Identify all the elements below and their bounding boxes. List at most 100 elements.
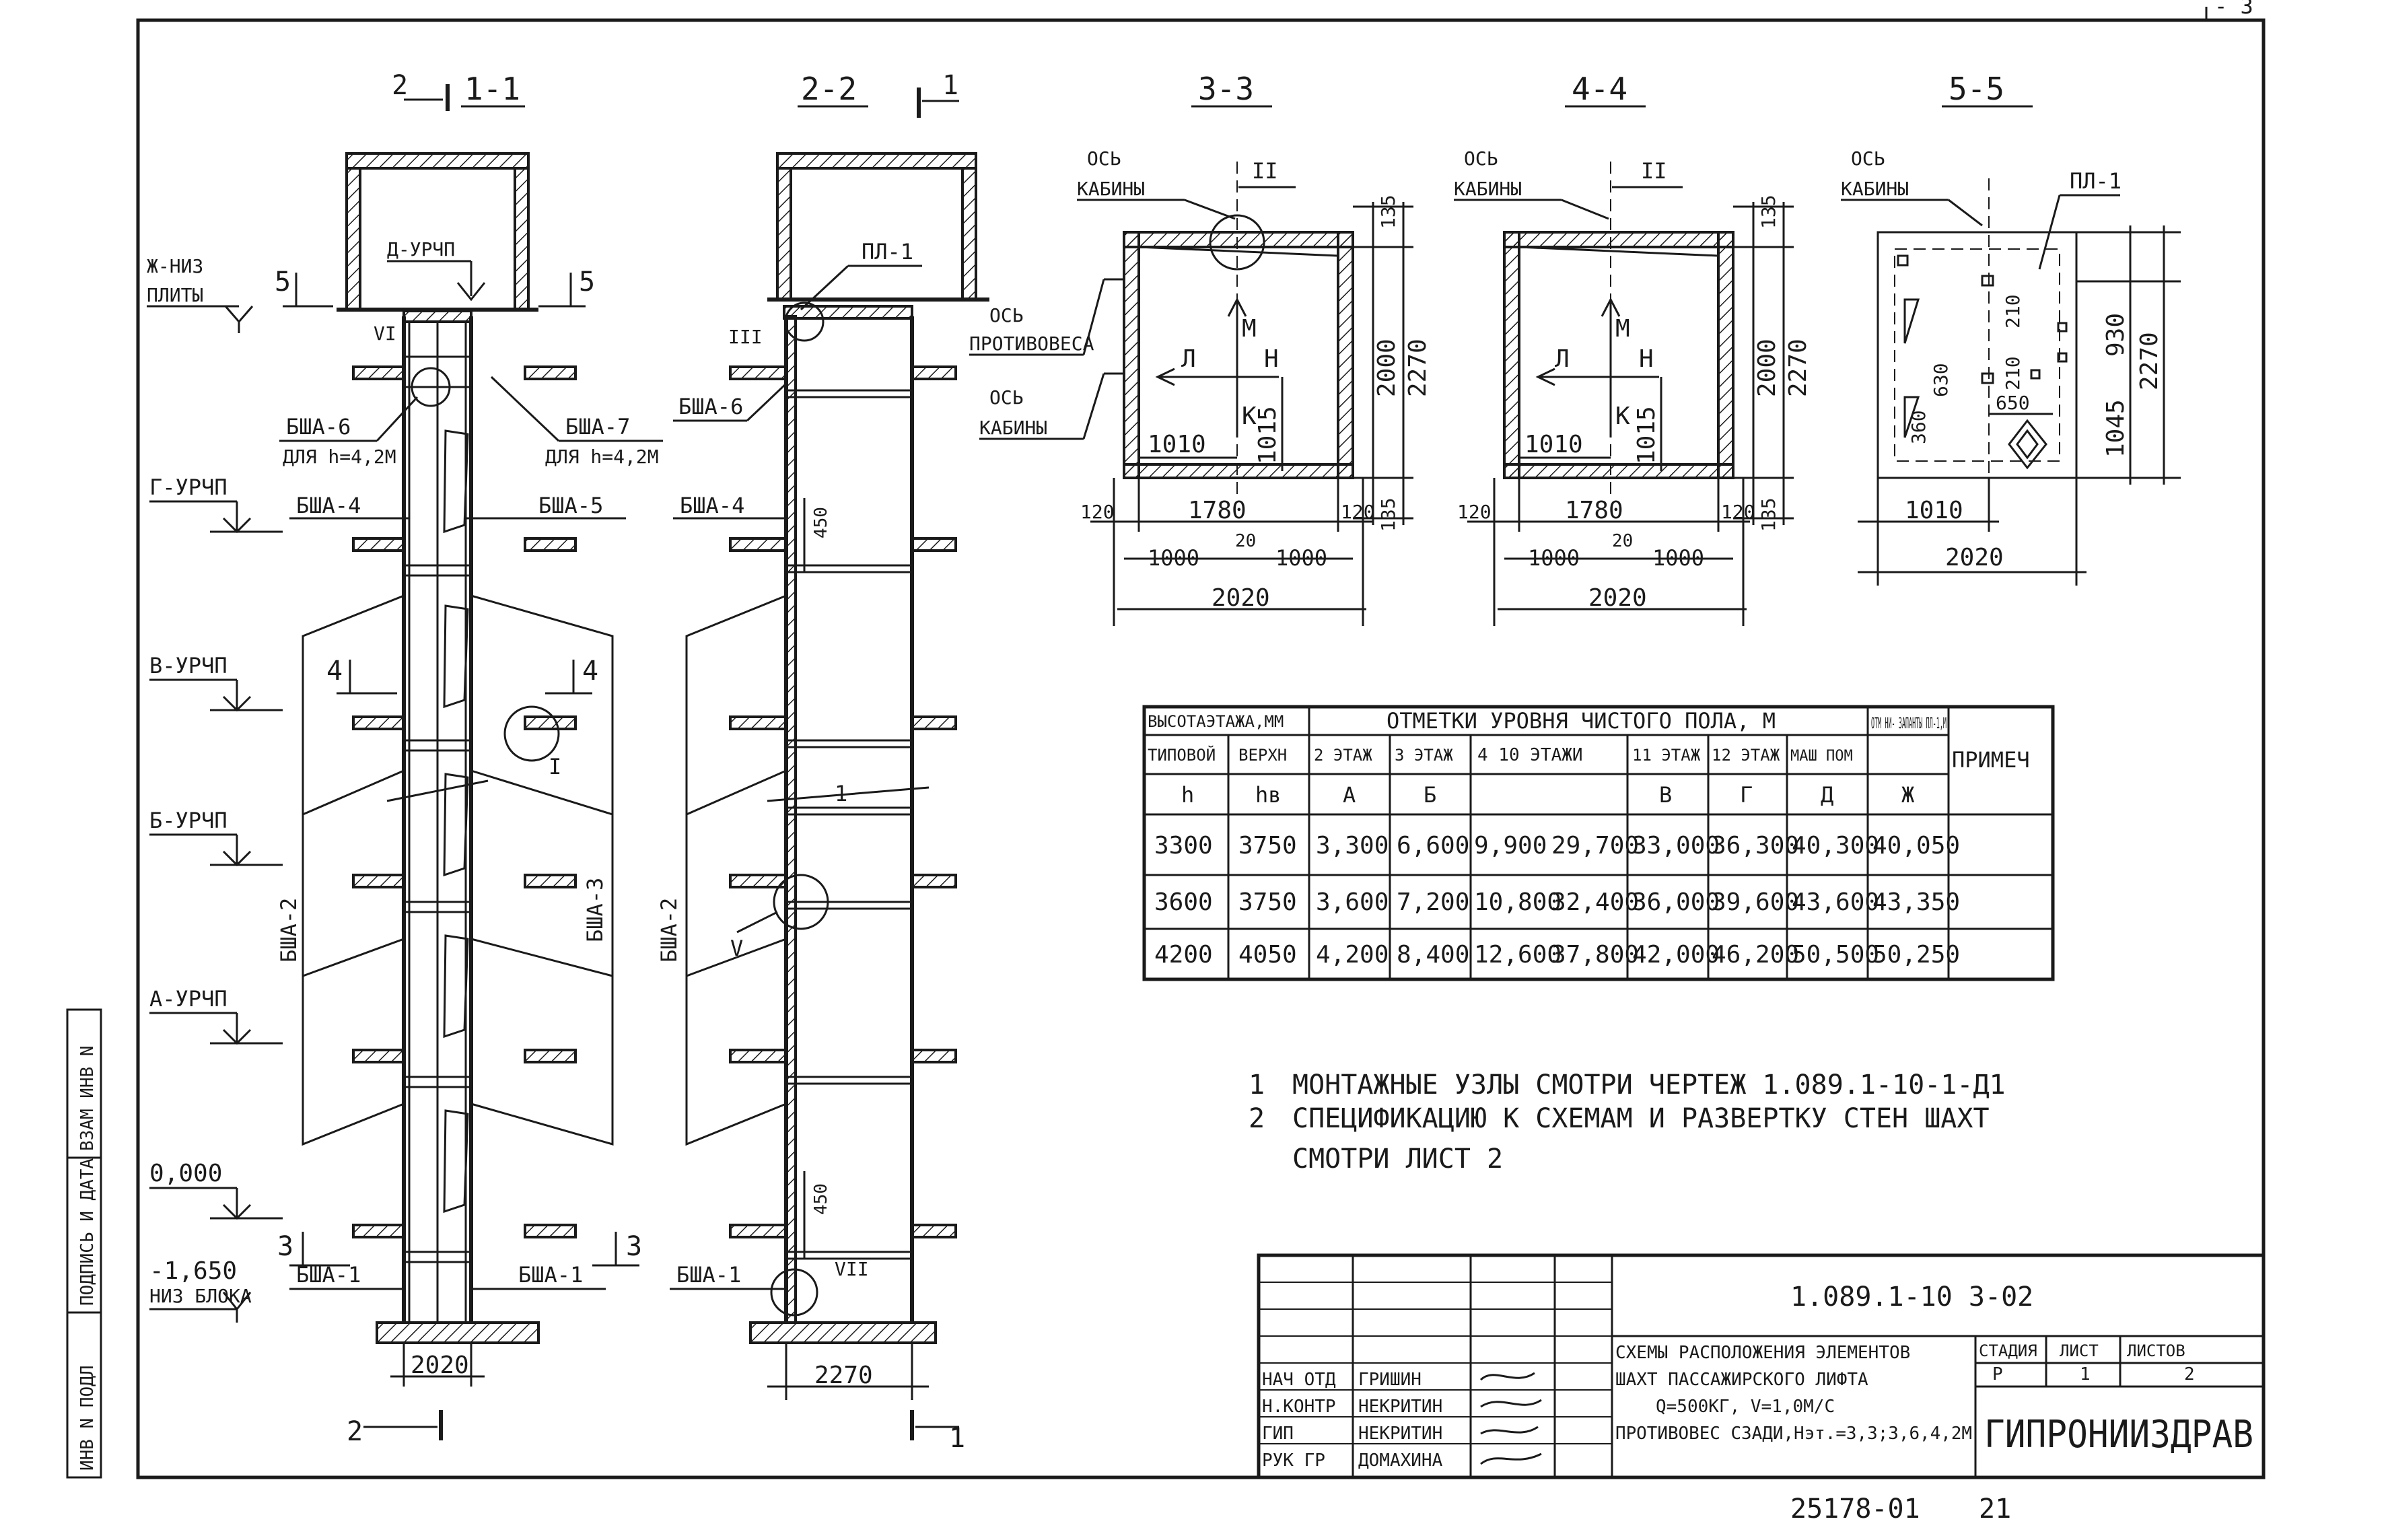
tc-7: Д [1821, 782, 1833, 808]
stamp-role-3: РУК ГР [1262, 1450, 1325, 1471]
dim-120-left-33: 120 [1080, 501, 1115, 523]
cell: 29,700 [1551, 832, 1639, 860]
section-5-5: 5-5 ОСЬ КАБИНЫ ПЛ-1 210 630 360 650 210 … [1841, 71, 2181, 586]
cell: 4200 [1154, 941, 1213, 969]
tc-6: Г [1740, 782, 1753, 808]
dim-2270-44: 2270 [1784, 339, 1812, 397]
cell: 4,200 [1316, 941, 1389, 969]
dim-210-55: 210 [2002, 294, 2024, 328]
cell: 3300 [1154, 832, 1213, 860]
os-kabiny-55-2: КАБИНЫ [1841, 178, 1909, 200]
levels-table: ВЫСОТАЭТАЖА,ММ ОТМЕТКИ УРОВНЯ ЧИСТОГО ПО… [1142, 705, 2055, 981]
section-3-3: 3-3 ОСЬ КАБИНЫ II М Л Н К 1010 1015 135 … [969, 71, 1432, 626]
dim-20-44: 20 [1612, 531, 1633, 551]
cell: 39,600 [1712, 888, 1799, 916]
dim-650-55: 650 [1996, 392, 2030, 414]
cell: 50,250 [1872, 941, 1960, 969]
table-note: ПРИМЕЧ [1952, 747, 2030, 773]
cell: 8,400 [1397, 941, 1469, 969]
stamp-bottom: 25178-01 [1790, 1494, 1920, 1525]
stamp-role-2: ГИП [1262, 1424, 1294, 1444]
cut-2-bottom: 2 [347, 1416, 363, 1447]
th-6: 12 ЭТАЖ [1712, 746, 1780, 765]
section-4-4: 4-4 ОСЬ КАБИНЫ II М Л Н К 1010 1015 135 … [1454, 71, 1812, 626]
label-bsha4-2-2: БША-4 [680, 493, 744, 518]
label-bsha6: БША-6 [286, 414, 351, 440]
label-bsha7-h: ДЛЯ h=4,2М [545, 446, 659, 468]
table-row: 3600 3750 3,600 7,200 10,800 32,400 36,0… [1154, 888, 1960, 916]
stamp-title-2: ШАХТ ПАССАЖИРСКОГО ЛИФТА [1615, 1370, 1868, 1390]
level-minus: -1,650 [149, 1257, 237, 1285]
axis-l-33: Л [1181, 345, 1196, 373]
th-3: 3 ЭТАЖ [1395, 746, 1453, 765]
cell: 3,600 [1316, 888, 1389, 916]
label-pl1-2-2: ПЛ-1 [862, 239, 913, 265]
os-kabiny-33-2: КАБИНЫ [1077, 178, 1145, 200]
dim-1000-left-33: 1000 [1148, 545, 1199, 571]
dim-1015-44: 1015 [1633, 406, 1660, 464]
os-protiv-1: ОСЬ [989, 304, 1024, 326]
stamp-sheet-h: ЛИСТ [2060, 1341, 2099, 1360]
os-kabiny-55-1: ОСЬ [1851, 147, 1885, 170]
note-2b: СМОТРИ ЛИСТ 2 [1292, 1144, 1503, 1175]
note-2: СПЕЦИФИКАЦИЮ К СХЕМАМ И РАЗВЕРТКУ СТЕН Ш… [1292, 1103, 1990, 1134]
cell: 40,300 [1792, 832, 1879, 860]
sheet-frame [136, 18, 2266, 1479]
level-b: Б-УРЧП [149, 808, 227, 833]
cell: 3,300 [1316, 832, 1389, 860]
dim-120-left-44: 120 [1457, 501, 1492, 523]
signature-mark [1479, 1372, 1542, 1465]
cut-2-label: 2 [392, 70, 408, 101]
label-bsha1-2-2: БША-1 [676, 1262, 741, 1288]
th-1: ВЕРХН [1238, 746, 1287, 765]
dim-135-bottom-44: 135 [1757, 497, 1780, 532]
dim-20-33: 20 [1235, 531, 1256, 551]
cell: 9,900 [1474, 832, 1547, 860]
dim-210b-55: 210 [2002, 356, 2024, 390]
label-pl1-55: ПЛ-1 [2070, 168, 2122, 194]
cell: 43,600 [1792, 888, 1879, 916]
axis-m-44: М [1615, 315, 1630, 343]
corner-number: - 3 [2214, 0, 2253, 19]
stamp-role-0: НАЧ ОТД [1262, 1370, 1336, 1390]
tc-3: Б [1424, 782, 1436, 808]
dim-2270-33: 2270 [1404, 339, 1432, 397]
section-5-5-title: 5-5 [1949, 71, 2004, 107]
dim-135-bottom-33: 135 [1377, 497, 1399, 532]
label-bsha6-h: ДЛЯ h=4,2М [283, 446, 396, 468]
dim-120-right-44: 120 [1721, 501, 1755, 523]
stamp-stage-h: СТАДИЯ [1979, 1341, 2037, 1360]
cut-4-left: 4 [326, 656, 343, 687]
cell: 37,800 [1551, 941, 1639, 969]
cut-5-left: 5 [275, 267, 291, 298]
node-v: V [730, 936, 743, 961]
cell: 32,400 [1551, 888, 1639, 916]
stamp-role-1: Н.КОНТР [1262, 1397, 1336, 1417]
stamp-name-2: НЕКРИТИН [1358, 1424, 1442, 1444]
dim-135-top-33: 135 [1377, 195, 1399, 229]
level-d: Д-УРЧП [387, 238, 455, 260]
dim-630-55: 630 [1930, 363, 1952, 397]
node-vii: VII [835, 1258, 869, 1280]
axis-l-44: Л [1555, 345, 1570, 373]
cell: 40,050 [1872, 832, 1960, 860]
th-7: МАШ ПОМ [1790, 748, 1853, 765]
level-zero: 0,000 [149, 1160, 222, 1187]
cut-5-right: 5 [579, 267, 595, 298]
node-ii-44: II [1641, 158, 1667, 184]
dim-2020-55: 2020 [1945, 544, 2004, 571]
tc-1: hв [1255, 782, 1282, 808]
node-vi: VI [374, 322, 396, 345]
th-0: ТИПОВОЙ [1148, 745, 1216, 765]
node-iii: III [728, 326, 763, 348]
cut-3-left: 3 [277, 1231, 293, 1262]
section-3-3-title: 3-3 [1198, 71, 1254, 107]
stamp-title-4: ПРОТИВОВЕС СЗАДИ,Hэт.=3,3;3,6,4,2М [1615, 1424, 1972, 1444]
stamp-sheets: 2 [2184, 1364, 2195, 1385]
th-4: 4 10 ЭТАЖИ [1477, 745, 1583, 765]
side-stamp: ИНВ N ПОДЛ ПОДПИСЬ И ДАТА ВЗАМ ИНВ N [66, 1008, 102, 1479]
side-stamp-inv: ИНВ N ПОДЛ [77, 1365, 98, 1471]
table-row: 3300 3750 3,300 6,600 9,900 29,700 33,00… [1154, 832, 1960, 860]
tc-8: Ж [1901, 782, 1915, 808]
